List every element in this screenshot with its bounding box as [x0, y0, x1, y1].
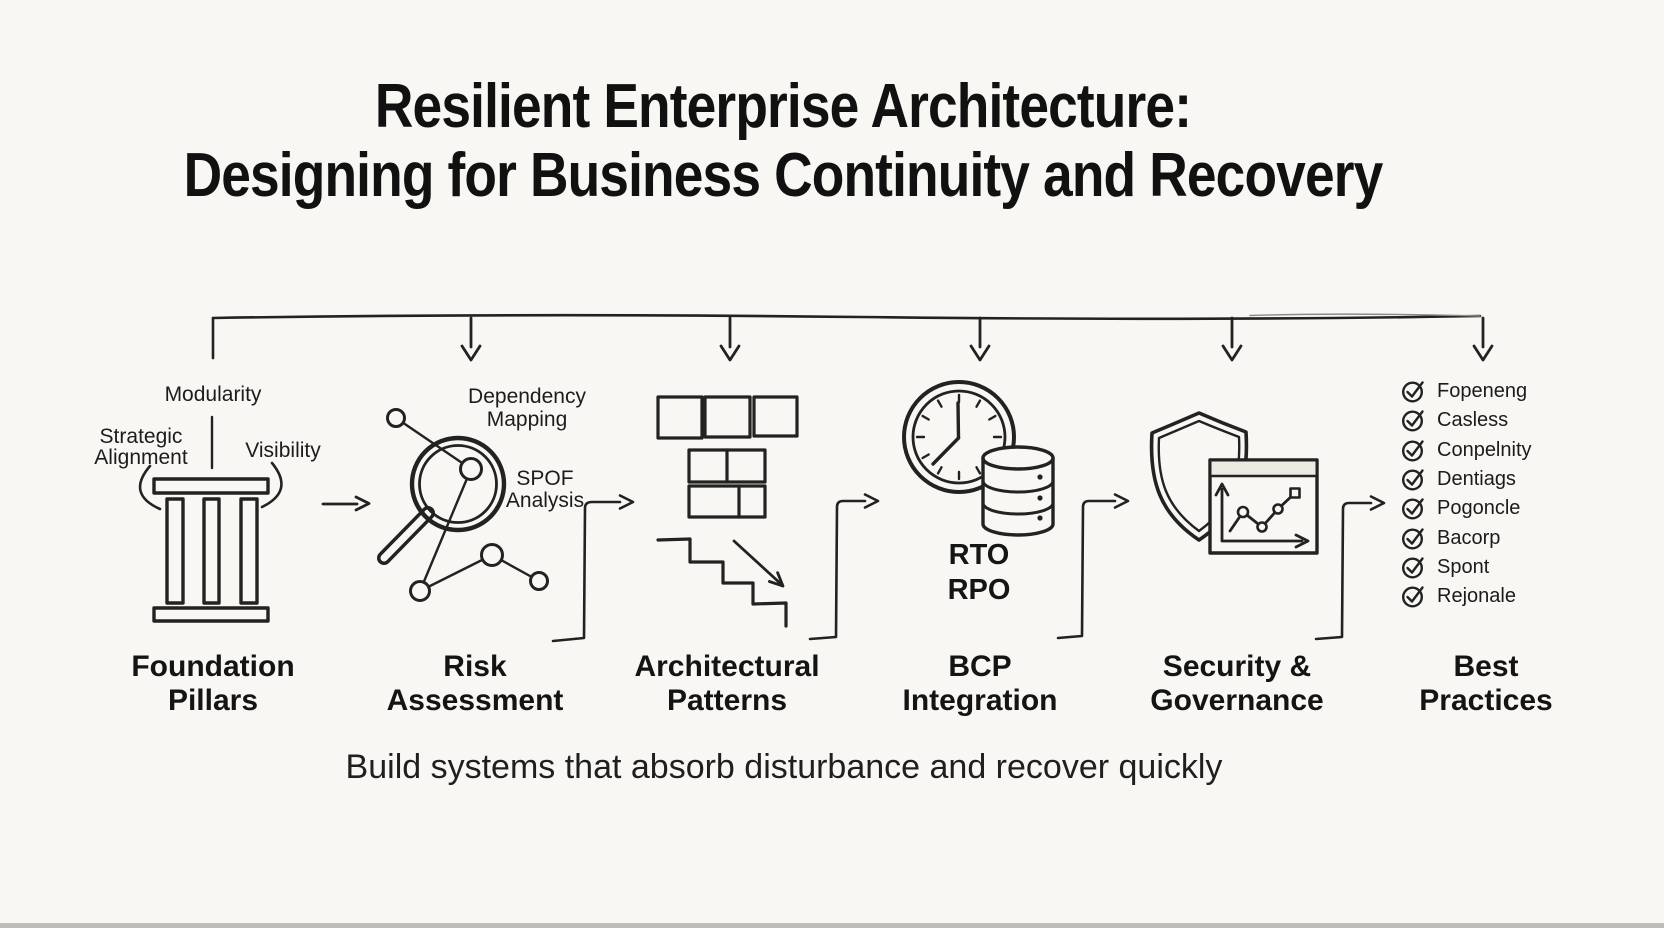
- annotation-visibility: Visibility: [245, 439, 321, 462]
- stage-label-best-practices: Best Practices: [1419, 650, 1553, 717]
- magnifier-lens-inner: [418, 444, 498, 524]
- magnifier-lens-outer: [409, 435, 507, 533]
- connector-arrow-5-6: [1314, 495, 1386, 641]
- annotation-dependency-mapping: Dependency Mapping: [468, 385, 586, 431]
- check-circle-icon: [1401, 498, 1424, 520]
- clock-hands: [931, 401, 961, 466]
- left-bracket: [138, 464, 162, 511]
- database-top: [981, 445, 1055, 471]
- checklist-item-label: Rejonale: [1437, 585, 1516, 608]
- check-circle-icon: [1401, 527, 1424, 550]
- annotation-spof-analysis: SPOF Analysis: [505, 467, 585, 512]
- bottom-edge-strip: [0, 923, 1664, 928]
- checklist-item: Pogoncle: [1401, 494, 1532, 523]
- window-titlebar: [1211, 461, 1316, 476]
- checklist-item: Bacorp: [1401, 523, 1532, 552]
- down-arrow-5: [1472, 316, 1494, 362]
- down-arrow-3: [969, 316, 991, 362]
- chart-markers: [1236, 487, 1301, 533]
- clock-ticks: [915, 393, 1003, 481]
- checklist-item: Conpelnity: [1401, 436, 1532, 465]
- database-body: [981, 456, 1055, 537]
- tagline: Build systems that absorb disturbance an…: [345, 748, 1223, 786]
- annotation-modularity: Modularity: [164, 383, 262, 406]
- down-arrow-2: [719, 316, 741, 362]
- check-circle-icon: [1401, 440, 1424, 462]
- down-arrow-1: [460, 316, 482, 362]
- network-nodes: [386, 408, 549, 602]
- checklist-item-label: Fopeneng: [1437, 380, 1528, 403]
- check-circle-icon: [1401, 410, 1424, 432]
- stage-label-architectural-patterns: Architectural Patterns: [634, 650, 820, 717]
- checklist-item-label: Conpelnity: [1437, 438, 1532, 461]
- check-circle-icon: [1401, 586, 1424, 608]
- down-arrow-4: [1221, 316, 1243, 362]
- checklist-item-label: Pogoncle: [1437, 497, 1521, 520]
- annotation-strategic-alignment: Strategic Alignment: [94, 425, 188, 469]
- checklist-item: Dentiags: [1401, 465, 1532, 494]
- right-bracket: [260, 461, 283, 509]
- magnifier-network-icon: [377, 408, 549, 602]
- checklist-item-label: Dentiags: [1437, 468, 1516, 491]
- stage-label-security-governance: Security & Governance: [1150, 650, 1324, 717]
- flow-line: [211, 313, 1494, 362]
- checklist-item: Fopeneng: [1401, 377, 1532, 406]
- connector-arrow-3-4: [808, 493, 880, 641]
- annotation-rto-rpo: RTO RPO: [947, 539, 1011, 606]
- connector-arrow-1-2: [321, 495, 371, 512]
- database-dots: [1037, 474, 1043, 521]
- chart-axes: [1214, 482, 1310, 549]
- stage-label-risk-assessment: Risk Assessment: [386, 650, 564, 717]
- checklist-item-label: Casless: [1437, 409, 1509, 432]
- checklist-item: Casless: [1401, 406, 1532, 435]
- clock-rim-inner: [911, 389, 1007, 485]
- checklist-item: Spont: [1401, 553, 1532, 582]
- clock-database-icon: [902, 380, 1055, 537]
- best-practices-checklist: Fopeneng Casless Conpelnity Dentiags Pog…: [1401, 377, 1532, 611]
- page-title: Resilient Enterprise Architecture: Desig…: [183, 72, 1384, 210]
- connector-arrow-4-5: [1056, 493, 1130, 640]
- blocks-staircase-icon: [656, 395, 799, 628]
- clock-rim-outer: [902, 380, 1016, 494]
- shield-chart-icon: [1149, 411, 1319, 555]
- check-circle-icon: [1401, 381, 1424, 403]
- checklist-item-label: Spont: [1437, 555, 1490, 578]
- connector-arrow-2-3: [551, 494, 635, 643]
- stage-label-bcp-integration: BCP Integration: [902, 650, 1058, 717]
- degradation-arrow: [732, 539, 785, 588]
- stage-label-foundation-pillars: Foundation Pillars: [131, 650, 295, 717]
- checklist-item: Rejonale: [1401, 582, 1532, 611]
- check-circle-icon: [1401, 469, 1424, 491]
- checklist-item-label: Bacorp: [1437, 526, 1501, 549]
- pillars-icon: [138, 415, 283, 623]
- staircase: [656, 537, 788, 628]
- check-circle-icon: [1401, 557, 1424, 579]
